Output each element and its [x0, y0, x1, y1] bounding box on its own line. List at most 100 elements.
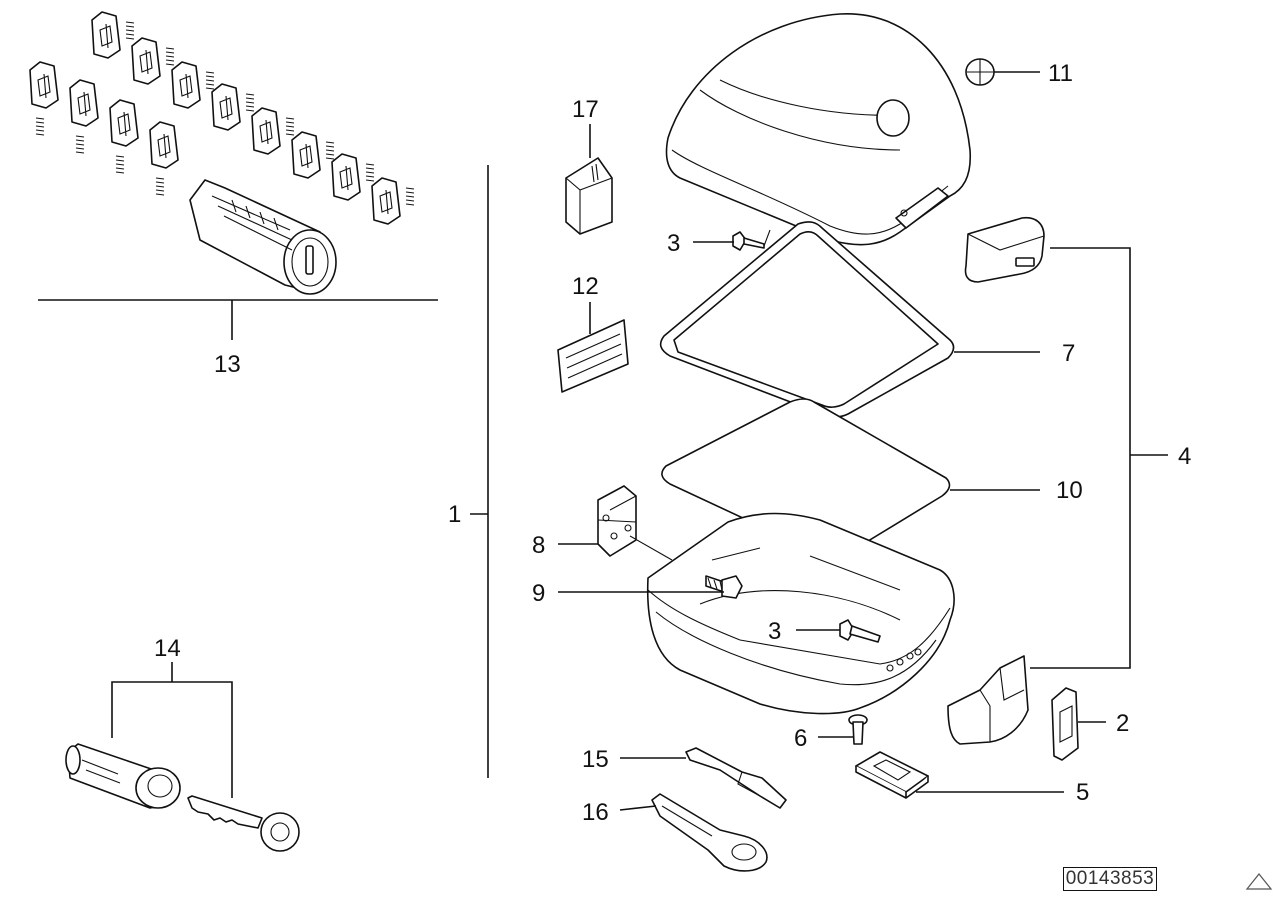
lock-insert-plate [131, 37, 161, 85]
spring-coil [35, 133, 45, 136]
spring-coil [115, 167, 125, 170]
lock-insert-slot [37, 73, 51, 99]
spring-coil [75, 147, 85, 150]
lock-insert-slot [379, 189, 393, 215]
lid-seal-gasket [659, 221, 955, 418]
lock-insert-plate [109, 99, 139, 147]
spring-coil [125, 21, 135, 24]
top-case-lid [665, 13, 972, 246]
callout-1: 1 [448, 501, 461, 528]
callout-14: 14 [154, 635, 181, 662]
lock-insert-plate [291, 131, 321, 179]
spring-coil [205, 87, 215, 90]
lock-insert-plate [149, 121, 179, 169]
callout-3-lower: 3 [768, 618, 781, 645]
latch-plate [855, 751, 929, 799]
diagram-reference-number: 00143853 [1063, 867, 1157, 891]
spring-coil [325, 157, 335, 160]
callout-11: 11 [1048, 60, 1073, 87]
lock-cylinder-large [189, 179, 337, 295]
callout-17: 17 [572, 96, 599, 123]
spring-coil [325, 145, 335, 148]
spring-coil [285, 129, 295, 132]
spring-coil [365, 171, 375, 174]
lock-insert-plate [69, 79, 99, 127]
spring-coil [405, 187, 415, 190]
spring-coil [365, 175, 375, 178]
spring-coil [245, 105, 255, 108]
callout-2: 2 [1116, 710, 1129, 737]
spring-coil [285, 117, 295, 120]
spring-coil [285, 133, 295, 136]
emblem-badge [965, 58, 995, 86]
spring-coil [165, 55, 175, 58]
spring-coil [115, 171, 125, 174]
lock-insert-slot [117, 111, 131, 137]
spring-coil [405, 195, 415, 198]
spring-coil [115, 159, 125, 162]
spring-coil [285, 125, 295, 128]
callout-7: 7 [1062, 340, 1075, 367]
spring-coil [125, 37, 135, 40]
spring-coil [405, 203, 415, 206]
side-cover-upper [964, 216, 1045, 283]
spring-coil [205, 83, 215, 86]
callout-16: 16 [582, 799, 609, 826]
lock-cylinder-small [65, 743, 181, 809]
lock-insert-plate [371, 177, 401, 225]
owner-manual-booklet [565, 157, 613, 235]
spring-coil [405, 191, 415, 194]
callout-13: 13 [214, 351, 241, 378]
screw-lower [839, 619, 881, 643]
spring-coil [365, 163, 375, 166]
callout-10: 10 [1056, 477, 1083, 504]
lock-insert-plate [171, 61, 201, 109]
callout-9: 9 [532, 580, 545, 607]
lock-insert-slot [179, 73, 193, 99]
lock-insert-slot [157, 133, 171, 159]
spring-coil [75, 139, 85, 142]
callout-3-upper: 3 [667, 230, 680, 257]
top-case-base [646, 512, 955, 715]
lock-insert-slot [299, 143, 313, 169]
lock-insert-plate [29, 61, 59, 109]
spring-coil [35, 125, 45, 128]
spring-coil [165, 47, 175, 50]
spring-coil [285, 121, 295, 124]
spring-coil [165, 59, 175, 62]
lock-insert-slot [139, 49, 153, 75]
triangle-outline-icon [1245, 873, 1273, 890]
callout-4: 4 [1178, 443, 1191, 470]
spring-coil [75, 135, 85, 138]
spring-coil [205, 71, 215, 74]
callout-8: 8 [532, 532, 545, 559]
callout-15: 15 [582, 746, 609, 773]
spring-coil [205, 75, 215, 78]
latch-lever [651, 793, 768, 872]
side-cover-lower [947, 655, 1029, 745]
spring-coil [115, 155, 125, 158]
screw-upper [732, 231, 765, 251]
spring-coil [365, 167, 375, 170]
spring-coil [115, 163, 125, 166]
spring-coil [365, 179, 375, 182]
spring-coil [155, 185, 165, 188]
leader-4-bracket [1030, 247, 1131, 669]
spring-coil [155, 181, 165, 184]
lock-insert-plate [211, 83, 241, 131]
spring-coil [245, 109, 255, 112]
base-mat [661, 398, 951, 558]
spring-coil [245, 97, 255, 100]
spring-coil [245, 93, 255, 96]
retaining-clip [1051, 687, 1079, 761]
lock-insert-slot [77, 91, 91, 117]
spring-coil [325, 141, 335, 144]
spring-coil [155, 193, 165, 196]
strap-part [685, 747, 787, 809]
spring-coil [325, 153, 335, 156]
spring-coil [35, 117, 45, 120]
spring-coil [75, 151, 85, 154]
spring-coil [165, 63, 175, 66]
